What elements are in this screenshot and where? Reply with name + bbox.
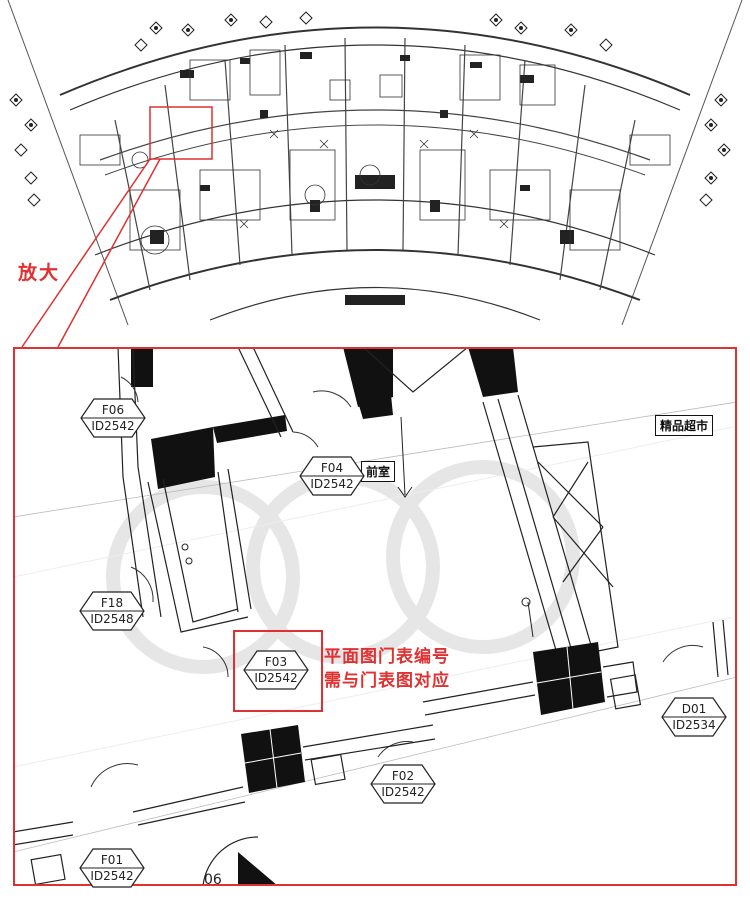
door-tag-f04: F04 ID2542 xyxy=(299,456,365,496)
door-tag-d01: D01 ID2534 xyxy=(661,697,727,737)
overview-floor-plan xyxy=(0,0,750,330)
door-tag-f18: F18 ID2548 xyxy=(79,591,145,631)
door-tag-f02: F02 ID2542 xyxy=(370,764,436,804)
zoom-detail-frame: 精品超市 前室 xyxy=(13,347,737,886)
zoom-label: 放大 xyxy=(18,262,61,284)
door-tag-partial: 06 xyxy=(204,872,222,888)
door-tag-f01: F01 ID2542 xyxy=(79,848,145,888)
room-label-boutique-market: 精品超市 xyxy=(655,415,714,436)
annotation-note-line1: 平面图门表编号 xyxy=(324,647,450,667)
annotation-note-line2: 需与门表图对应 xyxy=(324,671,450,691)
highlight-box xyxy=(233,630,323,712)
door-tag-f06: F06 ID2542 xyxy=(80,398,146,438)
door-tag-f03: F03 ID2542 xyxy=(243,650,309,690)
room-label-anteroom: 前室 xyxy=(361,461,396,482)
